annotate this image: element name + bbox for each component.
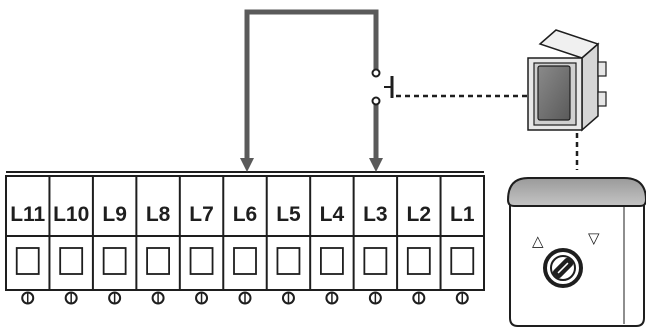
terminal-label: L5 bbox=[276, 203, 301, 226]
terminal-l8: L8 bbox=[135, 176, 171, 305]
terminal-l9: L9 bbox=[91, 176, 127, 305]
push-button-side-clip-bottom bbox=[597, 91, 607, 107]
terminal-l2: L2 bbox=[396, 176, 432, 305]
terminal-l7: L7 bbox=[178, 176, 214, 305]
switch-key-slot bbox=[552, 257, 574, 279]
terminal-label: L4 bbox=[320, 203, 345, 226]
terminal-label: L3 bbox=[363, 203, 388, 226]
terminal-label: L8 bbox=[146, 203, 171, 226]
wire-l6-to-contact bbox=[244, 9, 379, 160]
terminal-screw-window bbox=[233, 247, 257, 275]
terminal-label: L7 bbox=[189, 203, 214, 226]
terminal-label: L1 bbox=[450, 203, 475, 226]
wire-arrow-l6 bbox=[240, 158, 254, 172]
terminal-screw-window bbox=[406, 247, 431, 275]
switch-cap bbox=[506, 177, 646, 207]
terminal-screw-window bbox=[320, 247, 344, 275]
terminal-l5: L5 bbox=[265, 176, 301, 305]
terminal-l6: L6 bbox=[222, 176, 258, 305]
push-button-side-clip-top bbox=[597, 61, 607, 77]
terminal-l4: L4 bbox=[309, 176, 345, 305]
terminal-l11: L11 bbox=[10, 203, 46, 305]
terminal-screw-window bbox=[363, 247, 388, 275]
terminal-l1: L1 bbox=[439, 176, 475, 305]
terminal-screw-window bbox=[102, 247, 127, 275]
terminal-block: L11 L10 L9 L8 L7 L6 L5 L4 L3 L2 L1 bbox=[5, 171, 485, 305]
terminal-screw-window bbox=[146, 247, 170, 275]
push-button-key bbox=[537, 65, 571, 121]
terminal-screw-window bbox=[189, 247, 214, 275]
wiring bbox=[240, 9, 383, 172]
push-button-side-face bbox=[581, 42, 599, 132]
terminal-label: L2 bbox=[407, 203, 432, 226]
terminal-label: L10 bbox=[53, 203, 89, 226]
push-button-module-icon bbox=[527, 29, 607, 170]
terminal-list: L11 L10 L9 L8 L7 L6 L5 L4 L3 L2 L1 bbox=[10, 176, 475, 305]
contact-top-terminal bbox=[371, 68, 381, 78]
wire-arrow-l3 bbox=[369, 158, 383, 172]
terminal-l3: L3 bbox=[352, 176, 388, 305]
terminal-screw-window bbox=[450, 247, 475, 275]
terminal-screw-window bbox=[15, 247, 40, 275]
terminal-screw-window bbox=[276, 247, 301, 275]
switch-right-position-symbol: ▽ bbox=[588, 229, 600, 247]
terminal-l10: L10 bbox=[48, 176, 89, 305]
key-selector-switch-icon: △ ▽ bbox=[506, 177, 646, 327]
terminal-screw-window bbox=[59, 247, 84, 275]
terminal-label: L9 bbox=[102, 203, 127, 226]
terminal-label: L6 bbox=[233, 203, 258, 226]
switch-left-position-symbol: △ bbox=[532, 232, 544, 250]
terminal-label: L11 bbox=[10, 203, 45, 226]
contact-bottom-terminal bbox=[371, 96, 381, 106]
normally-open-contact-icon bbox=[371, 68, 528, 106]
